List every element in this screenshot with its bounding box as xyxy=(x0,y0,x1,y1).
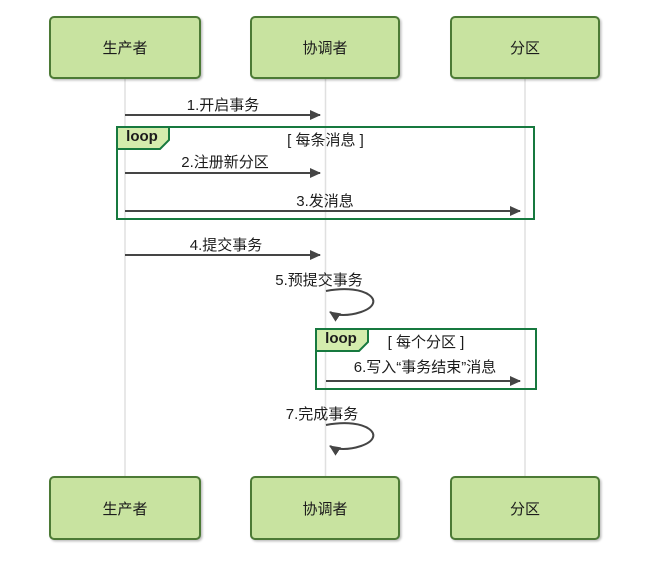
loop-condition: [ 每条消息 ] xyxy=(287,132,364,149)
actor-coordinator-top: 协调者 xyxy=(250,16,400,79)
message-label-6: 6.写入“事务结束”消息 xyxy=(353,359,497,376)
actor-partition-bottom: 分区 xyxy=(450,476,600,540)
message-label-3: 3.发消息 xyxy=(296,193,354,210)
actor-coordinator-bottom: 协调者 xyxy=(250,476,400,540)
loop-tab-icon xyxy=(116,126,170,150)
loop-condition: [ 每个分区 ] xyxy=(387,334,465,351)
loop-fragment-every-partition: loop [ 每个分区 ] xyxy=(315,328,537,390)
loop-fragment-every-message: loop [ 每条消息 ] xyxy=(116,126,535,220)
message-label-4: 4.提交事务 xyxy=(189,237,263,254)
self-message-arrow-5 xyxy=(325,288,375,322)
self-message-arrow-7 xyxy=(325,422,375,456)
message-label-7: 7.完成事务 xyxy=(285,406,359,423)
actor-label: 生产者 xyxy=(102,500,148,518)
actor-label: 分区 xyxy=(509,500,540,518)
message-label-2: 2.注册新分区 xyxy=(181,154,269,171)
message-label-5: 5.预提交事务 xyxy=(275,272,363,289)
loop-keyword: loop xyxy=(126,128,158,145)
actor-producer-bottom: 生产者 xyxy=(49,476,201,540)
loop-keyword: loop xyxy=(325,330,357,347)
actor-label: 分区 xyxy=(509,40,540,57)
actor-label: 协调者 xyxy=(302,40,348,57)
actor-partition-top: 分区 xyxy=(450,16,600,79)
actor-producer-top: 生产者 xyxy=(49,16,201,79)
actor-label: 协调者 xyxy=(302,500,348,518)
actor-label: 生产者 xyxy=(102,40,148,57)
message-label-1: 1.开启事务 xyxy=(186,97,260,114)
loop-tab-icon xyxy=(315,328,369,352)
